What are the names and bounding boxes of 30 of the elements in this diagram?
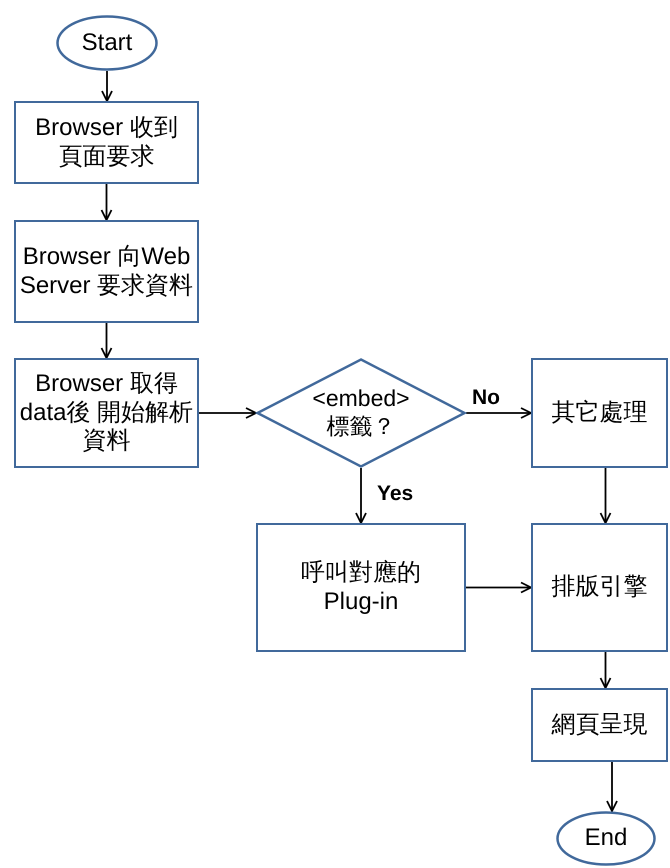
arrow [101, 71, 113, 102]
node-text: 其它處理 [552, 398, 648, 428]
node-text: Browser 取得data後 開始解析資料 [18, 370, 194, 456]
process-box [531, 358, 668, 468]
node-text: Browser 收到頁面要求 [34, 114, 179, 172]
process-box [14, 358, 199, 468]
arrow [100, 323, 112, 359]
process-box [531, 523, 668, 652]
start-terminal [56, 15, 158, 71]
arrow [100, 184, 112, 221]
node-text: 排版引擎 [552, 573, 648, 602]
end-terminal [556, 811, 656, 866]
arrow [606, 762, 618, 812]
arrow [466, 582, 532, 594]
node-text: Browser 向Web Server 要求資料 [18, 242, 194, 300]
arrow [600, 652, 612, 689]
process-box [14, 101, 199, 184]
process-box [256, 523, 466, 652]
decision-diamond [256, 358, 466, 468]
node-text: <embed> 標籤？ [311, 385, 411, 441]
node-text: Start [82, 28, 132, 58]
node-text: End [584, 824, 628, 853]
node-text: 網頁呈現 [552, 710, 648, 740]
arrow [466, 407, 532, 419]
process-box [14, 220, 199, 323]
arrow [355, 468, 367, 524]
process-box [531, 688, 668, 762]
node-text: 呼叫對應的 Plug-in [300, 558, 422, 616]
arrow [600, 468, 612, 524]
arrow [199, 407, 257, 419]
